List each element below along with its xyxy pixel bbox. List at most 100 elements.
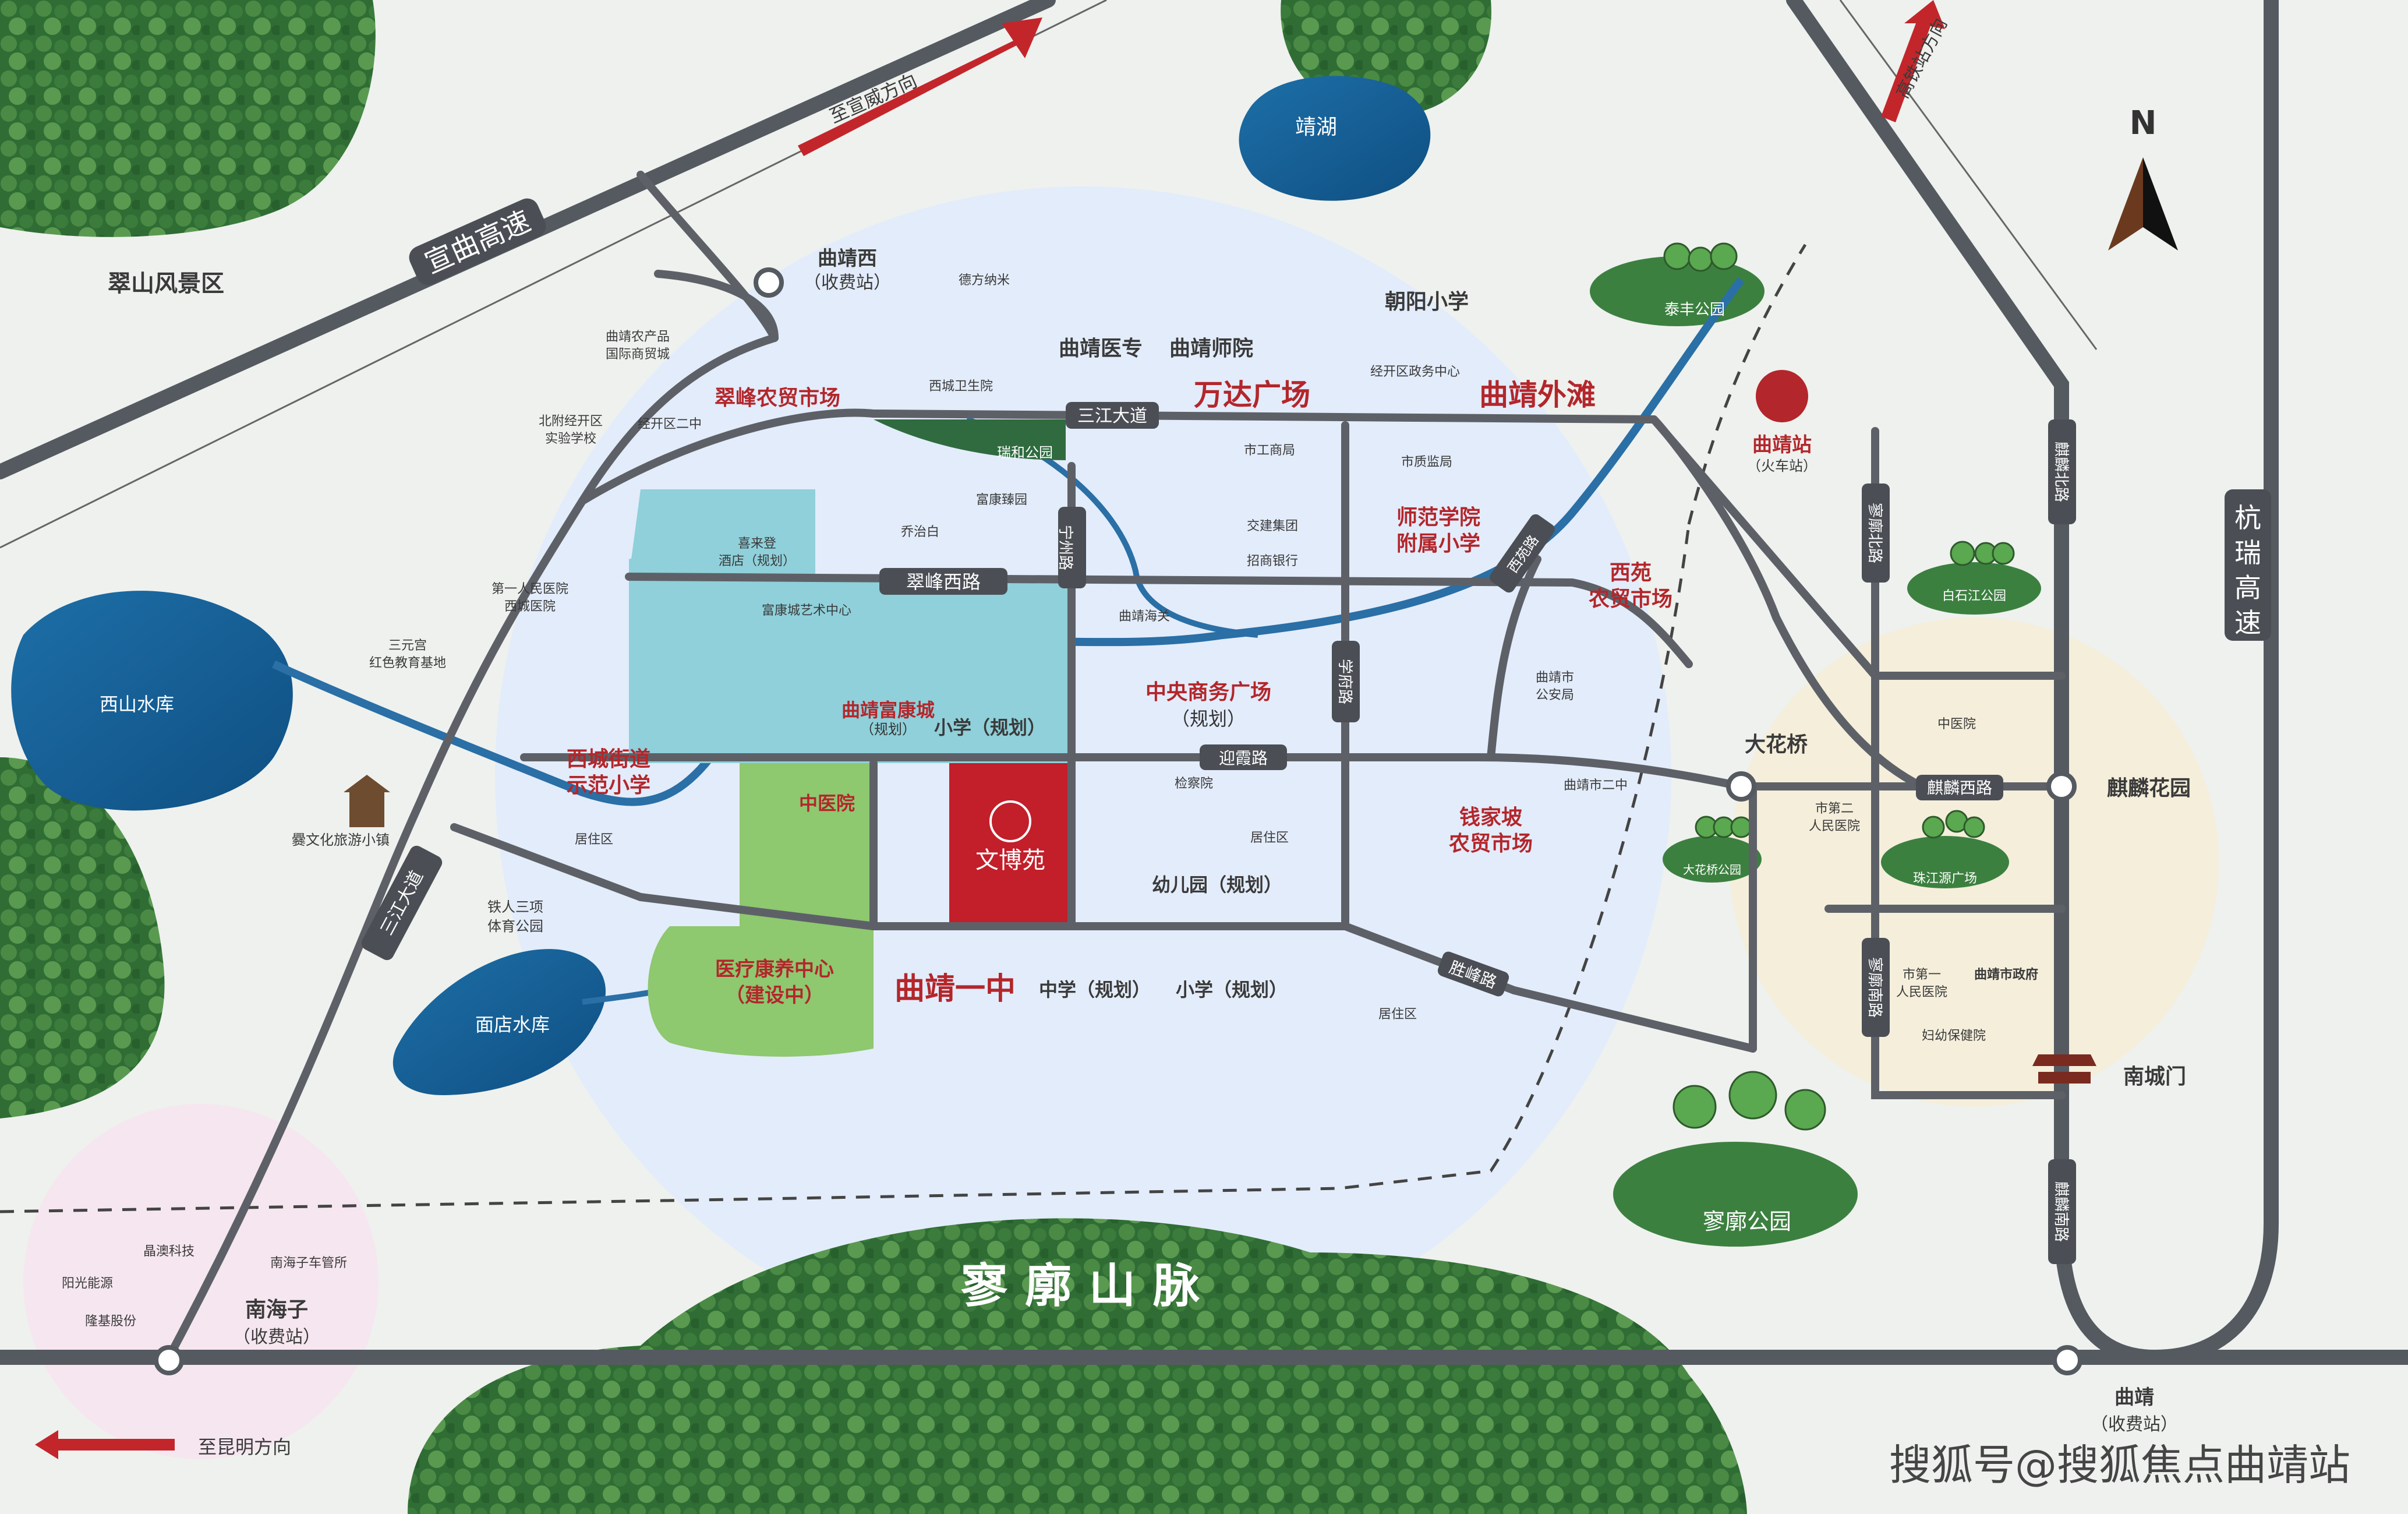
road-yingxia: 迎霞路: [1219, 749, 1268, 768]
label-taifeng: 泰丰公园: [1664, 301, 1725, 319]
road-qilin-north: 麒麟北路: [2052, 442, 2070, 502]
tcm-block: [740, 763, 874, 926]
road-hangrui-4: 速: [2234, 607, 2261, 638]
label-cuan: 爨文化旅游小镇: [292, 832, 390, 848]
hl-cbd-1: 中央商务广场: [1145, 680, 1271, 704]
poi-jianchayuan: 检察院: [1175, 777, 1213, 791]
hl-qujing-no1: 曲靖一中: [894, 972, 1016, 1007]
hl-tcm: 中医院: [799, 792, 855, 814]
toll-markers: [154, 267, 2082, 1375]
road-hangrui-2: 瑞: [2234, 537, 2261, 569]
poi-nongchanpin-2: 国际商贸城: [606, 347, 670, 362]
poi-zhongyi2: 中医院: [1937, 717, 1976, 732]
hl-qianjiapo-2: 农贸市场: [1449, 832, 1533, 856]
poi-jingao: 晶澳科技: [143, 1244, 195, 1259]
poi-jingkai2: 经开区二中: [638, 417, 702, 432]
park-trees: [1663, 242, 2015, 1131]
poi-chegs: 南海子车管所: [270, 1256, 347, 1271]
station-qujing-toll: 曲靖: [2114, 1386, 2154, 1409]
poi-renmin2-2: 人民医院: [1809, 819, 1860, 834]
city-roads: [165, 171, 2066, 1361]
poi-fuyou: 妇幼保健院: [1922, 1029, 1986, 1043]
gate-icon: [2032, 1054, 2096, 1084]
poi-zhaoshang: 招商银行: [1247, 554, 1298, 569]
poi-renmin1-2: 西城医院: [504, 599, 556, 614]
hl-medical-2: （建设中）: [725, 984, 824, 1007]
hl-shiyuan: 曲靖师院: [1169, 337, 1253, 361]
compass-north: N: [2130, 104, 2157, 142]
baishijiang-park-shape: [1907, 562, 2041, 615]
hl-chaoyang: 朝阳小学: [1385, 290, 1469, 314]
road-ningzhou: 宁州路: [1056, 525, 1074, 570]
poi-xilaideng-2: 酒店（规划）: [719, 554, 795, 569]
forest-top-left: [0, 0, 376, 237]
hl-cbd-2: （规划）: [1171, 708, 1246, 730]
railway-2: [1839, 0, 2098, 350]
road-tags: [361, 198, 2271, 1264]
poi-sanyuan-2: 红色教育基地: [369, 656, 446, 670]
poi-longji: 隆基股份: [85, 1314, 136, 1329]
poi-defnami: 德方纳米: [959, 273, 1010, 288]
xishan-reservoir: [11, 591, 293, 811]
forest-bottom: [408, 1218, 1747, 1514]
project-logo-icon: [989, 800, 1031, 842]
poi-labels: 德方纳米 曲靖农产品 国际商贸城 北附经开区 实验学校 经开区二中 西城卫生院 …: [62, 273, 2038, 1329]
arrow-xuanwei-icon: [798, 17, 1042, 156]
poi-fukang-yuan: 富康臻园: [976, 493, 1027, 507]
poi-nongchanpin-1: 曲靖农产品: [606, 330, 670, 344]
poi-juzhu-3: 居住区: [1378, 1007, 1417, 1022]
hl-xiyuan-2: 农贸市场: [1589, 587, 1672, 611]
poi-jinghaiguan: 曲靖海关: [1119, 609, 1170, 624]
poi-beifu-2: 实验学校: [545, 432, 596, 446]
poi-renmin1-1: 第一人民医院: [491, 582, 568, 597]
station-train-sub: （火车站）: [1747, 458, 1817, 474]
road-qilin-south: 麒麟南路: [2052, 1181, 2070, 1242]
hl-xicheng-2: 示范小学: [567, 773, 650, 797]
poi-xilaideng-1: 喜来登: [738, 537, 776, 551]
hl-project: 文博苑: [975, 847, 1045, 874]
hl-kinder: 幼儿园（规划）: [1152, 874, 1282, 896]
hl-qianjiapo-1: 钱家坡: [1459, 806, 1522, 830]
forest-left: [0, 757, 165, 1118]
station-nanhaizi-sub: （收费站）: [233, 1327, 320, 1347]
poi-sanyuan-1: 三元宫: [388, 638, 427, 653]
pavilion-icon: [344, 775, 390, 827]
dashed-boundary: [0, 524, 1691, 1213]
label-miandian: 面店水库: [475, 1014, 550, 1036]
poi-gongan-2: 公安局: [1536, 688, 1574, 703]
hl-xicheng-1: 西城街道: [567, 747, 650, 771]
hl-primary-plan: 小学（规划）: [1176, 979, 1288, 1001]
poi-renmin2-1: 市第二: [1815, 802, 1854, 816]
core-zone: [495, 186, 1671, 1363]
road-liaokuo-north: 寥廓北路: [1866, 503, 1883, 563]
ruihe-park-shape: [874, 419, 1066, 460]
poi-jiaojian: 交建集团: [1247, 519, 1298, 534]
hl-fukang-city-sub: （规划）: [860, 721, 916, 737]
label-tiesan-2: 体育公园: [487, 918, 543, 934]
dir-kunming: 至昆明方向: [198, 1436, 291, 1458]
forest-bottom-left: [408, 1421, 606, 1514]
hl-medical-1: 医疗康养中心: [715, 958, 834, 981]
poi-juzhu-1: 居住区: [575, 832, 613, 847]
hl-shifan-1: 师范学院: [1396, 505, 1480, 530]
watermark: 搜狐号@搜狐焦点曲靖站: [1889, 1441, 2350, 1490]
poi-shizhi: 市质监局: [1401, 455, 1452, 470]
label-mountain: 寥廓山脉: [961, 1259, 1217, 1313]
liaokuo-park-shape: [1613, 1142, 1858, 1247]
road-hangrui-1: 杭: [2234, 502, 2261, 534]
label-xishan: 西山水库: [100, 693, 174, 715]
hl-waitan: 曲靖外滩: [1479, 378, 1596, 412]
hl-cuifeng-market: 翠峰农贸市场: [715, 386, 840, 410]
compass-icon: [2108, 157, 2178, 250]
poi-beifu-1: 北附经开区: [539, 414, 603, 429]
mianDian-reservoir: [393, 949, 606, 1095]
poi-xicheng-hospital: 西城卫生院: [929, 379, 993, 394]
hl-fukang-city: 曲靖富康城: [841, 699, 935, 721]
station-dahuaqiao: 大花桥: [1745, 733, 1808, 757]
hl-school-plan: 小学（规划）: [934, 717, 1046, 739]
label-ruihe: 瑞和公园: [997, 444, 1053, 461]
station-qilin-garden: 麒麟花园: [2107, 777, 2191, 800]
zhujiangyuan-shape: [1881, 836, 2009, 888]
label-jinghu: 靖湖: [1295, 115, 1337, 139]
label-tiesan-1: 铁人三项: [487, 899, 543, 915]
